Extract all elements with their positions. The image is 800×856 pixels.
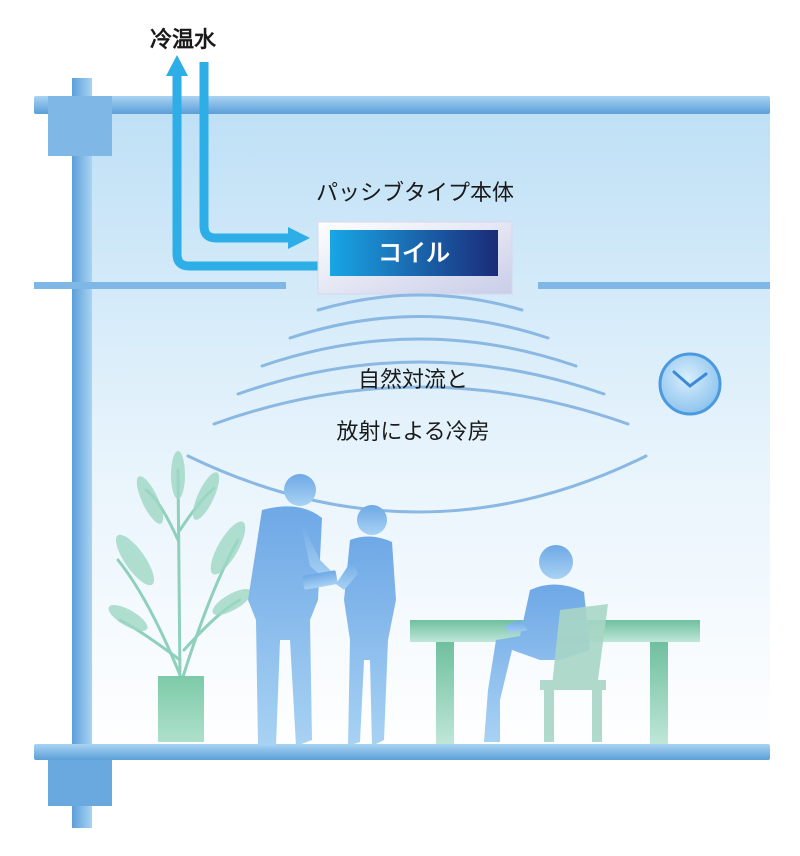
effect-label-line2: 放射による冷房 <box>336 420 490 445</box>
floor-slab <box>34 744 770 760</box>
passive-unit-label: パッシブタイプ本体 <box>315 181 514 206</box>
effect-label-line1: 自然対流と <box>357 368 468 393</box>
ceiling-board-right <box>538 282 770 289</box>
structural-column <box>72 78 92 828</box>
chair-icon <box>540 604 608 742</box>
ceiling-slab <box>34 96 770 114</box>
arrow-right-head <box>288 227 310 249</box>
chilled-hot-water-label: 冷温水 <box>150 28 217 53</box>
wall-clock-icon <box>658 352 722 416</box>
ceiling-board-left <box>34 282 286 289</box>
arrow-up-head <box>166 55 188 76</box>
potted-plant-icon <box>108 451 252 742</box>
standing-man-silhouette <box>248 474 338 746</box>
water-pipe-arrows <box>172 62 318 271</box>
coil-block <box>330 230 498 276</box>
column-capital-top <box>48 96 112 156</box>
coil-label: コイル <box>378 239 450 267</box>
standing-woman-silhouette <box>336 505 396 746</box>
radiation-waves <box>186 293 648 514</box>
